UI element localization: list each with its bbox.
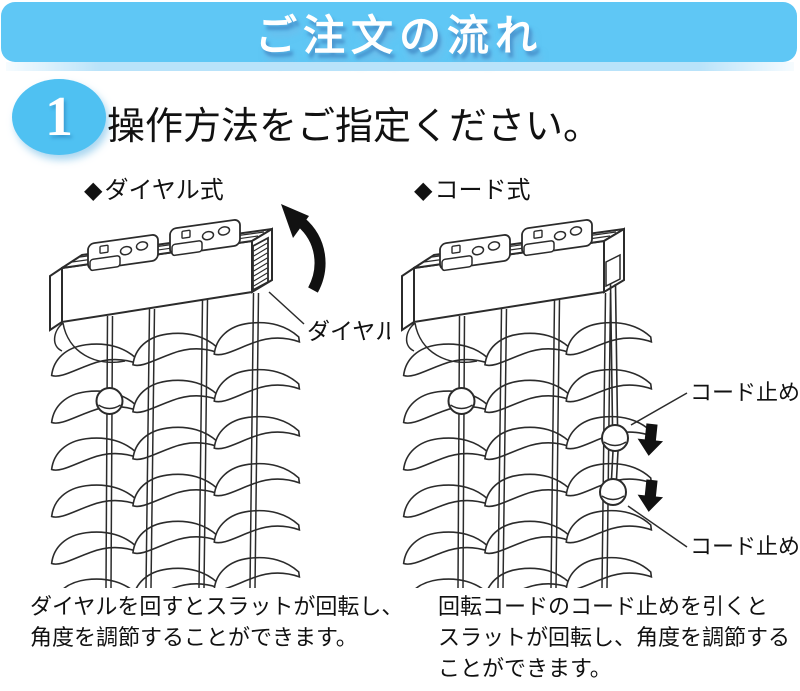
cord-stop-annotation-top: コード止め xyxy=(690,380,800,405)
rotation-cord-lower xyxy=(610,450,619,480)
diamond-bullet-icon: ◆ xyxy=(414,177,433,204)
venetian-blind xyxy=(400,219,651,612)
header-banner: ご注文の流れ xyxy=(1,2,797,62)
venetian-blind xyxy=(48,219,299,612)
diamond-bullet-icon: ◆ xyxy=(84,177,103,204)
page-title: ご注文の流れ xyxy=(254,11,543,59)
cord-caption: 回転コードのコード止めを引くと スラットが回転し、角度を調節する ことができます… xyxy=(438,594,791,681)
cord-stop-ball-top xyxy=(601,424,629,452)
dial-caption: ダイヤルを回すとスラットが回転し、 角度を調節することができます。 xyxy=(30,594,404,650)
dial-wheel xyxy=(252,236,269,292)
dial-type-label-text: ダイヤル式 xyxy=(104,177,224,204)
step-title: 操作方法をご指定ください。 xyxy=(107,106,602,148)
cord-type-label: ◆コード式 xyxy=(414,170,530,205)
rotate-arrow-icon xyxy=(281,204,326,293)
cord-outlet xyxy=(605,253,621,288)
pull-down-arrow-icon xyxy=(635,422,665,458)
rotation-cord xyxy=(609,283,619,426)
cord-type-label-text: コード式 xyxy=(434,177,531,204)
banner-strip xyxy=(6,62,794,71)
step-number: 1 xyxy=(45,86,73,148)
cord-stop-annotation-bottom: コード止め xyxy=(690,534,800,559)
pull-down-arrow-icon xyxy=(635,478,665,514)
dial-blind-illustration: ダイヤル xyxy=(48,204,398,612)
cord-blind-illustration: コード止め コード止め xyxy=(400,219,800,612)
cord-stop-leader-lines xyxy=(627,392,688,548)
step-number-badge: 1 xyxy=(12,79,106,155)
dial-type-label: ◆ダイヤル式 xyxy=(84,170,224,205)
dial-leader-line xyxy=(268,291,305,325)
cord-stop-ball-bottom xyxy=(599,478,627,506)
dial-annotation: ダイヤル xyxy=(307,318,398,344)
